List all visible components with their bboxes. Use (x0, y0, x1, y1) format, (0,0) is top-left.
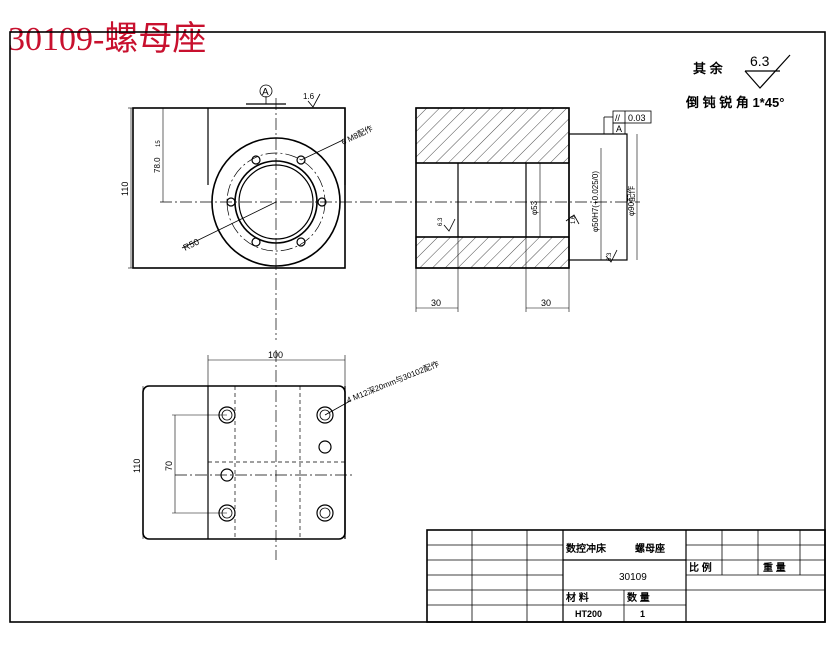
chamfer-note: 倒 钝 锐 角 1*45° (685, 95, 784, 110)
mounting-hole-small (318, 440, 332, 454)
radius-leader (181, 201, 277, 249)
title-material: HT200 (575, 609, 602, 619)
top-holes (218, 406, 334, 522)
remainder-value: 6.3 (750, 53, 770, 69)
section-dim-right: 30 (541, 298, 551, 308)
mounting-hole (316, 504, 334, 522)
section-dia-outer: φ90配作 (626, 186, 636, 216)
front-radius-label: R50 (181, 237, 200, 253)
top-view: 100 110 70 4 M12深20mm与30102配作 (132, 350, 440, 560)
top-dim-width: 100 (268, 350, 283, 360)
datum-circle (259, 84, 273, 98)
drawing-border (9, 31, 826, 623)
section-roughness-icon-2 (565, 214, 580, 225)
section-dia-inner: φ53 (530, 200, 539, 215)
title-quantity: 1 (640, 609, 645, 619)
section-view: // 0.03 A φ53 φ50H7(+0.025/0) φ90配作 6.3 … (395, 107, 652, 312)
datum-label: A (262, 87, 269, 98)
top-hole-note: 4 M12深20mm与30102配作 (345, 359, 440, 405)
front-dim-center: 78.0 (153, 157, 162, 173)
section-roughness-icon-1 (443, 218, 456, 232)
section-roughness-1: 6.3 (438, 217, 444, 226)
bolt-hole (296, 155, 306, 165)
front-view: A 1.6 110 78.0 15 R50 6 M8配作 (120, 84, 395, 340)
front-roughness-value: 1.6 (303, 92, 315, 101)
front-dim-tol: 15 (156, 140, 162, 147)
title-block: 数控冲床 螺母座 30109 比 例 重 量 材 料 数 量 HT200 1 (426, 529, 826, 623)
tolerance-datum: A (616, 124, 622, 134)
section-dim-left: 30 (431, 298, 441, 308)
tolerance-datum-box (612, 122, 626, 135)
general-notes: 其 余 6.3 倒 钝 锐 角 1*45° (685, 53, 791, 110)
section-roughness-3: 6.3 (607, 252, 613, 261)
bolt-hole (251, 237, 261, 247)
top-hole-leader (324, 400, 351, 416)
mounting-hole-inner (319, 409, 331, 421)
mounting-hole-small (220, 468, 234, 482)
bolt-hole (251, 155, 261, 165)
title-quantity-label: 数 量 (627, 591, 650, 604)
title-part-name: 螺母座 (635, 542, 665, 555)
top-dim-inner: 70 (164, 461, 174, 471)
mounting-hole (316, 406, 334, 424)
bolt-hole (296, 237, 306, 247)
title-weight-label: 重 量 (763, 561, 786, 574)
title-material-label: 材 料 (566, 591, 589, 604)
tolerance-symbol: // (615, 113, 621, 123)
mounting-hole-inner (319, 507, 331, 519)
hole-note-leader (300, 139, 344, 161)
drawing-title: 30109-螺母座 (8, 20, 206, 58)
section-dia-bore: φ50H7(+0.025/0) (591, 171, 600, 232)
section-upper-hatch (415, 107, 570, 164)
top-dim-height: 110 (132, 459, 142, 473)
title-assembly: 数控冲床 (566, 542, 607, 555)
tolerance-value: 0.03 (628, 113, 646, 123)
front-bolt-holes (226, 155, 327, 247)
section-flange (568, 133, 628, 261)
front-roughness-icon (307, 93, 321, 108)
title-part-number: 30109 (619, 572, 647, 583)
front-dim-height: 110 (120, 182, 130, 196)
section-roughness-icon-3 (605, 249, 618, 263)
section-roughness-2: 1.6 (571, 215, 577, 224)
roughness-symbol-icon (744, 54, 791, 89)
remainder-label: 其 余 (693, 61, 724, 76)
title-scale-label: 比 例 (689, 561, 712, 574)
front-body-outline (132, 107, 346, 269)
section-lower-hatch (415, 236, 570, 269)
title-block-frame (426, 529, 826, 623)
